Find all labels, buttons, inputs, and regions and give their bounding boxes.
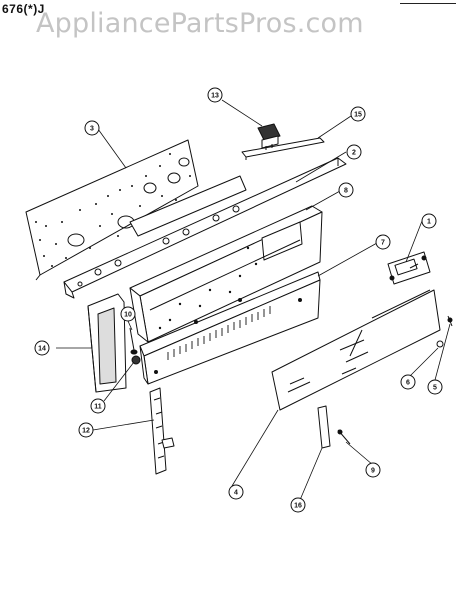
callout-2-label: 2 bbox=[352, 150, 356, 157]
watermark: AppliancePartsPros.com bbox=[36, 8, 364, 39]
callout-6-label: 6 bbox=[406, 380, 410, 387]
callout-6: 6 bbox=[400, 374, 416, 390]
part-9-screw bbox=[337, 429, 351, 445]
callout-4: 4 bbox=[228, 484, 244, 500]
part-2-control-bracket bbox=[63, 157, 347, 299]
callout-7-label: 7 bbox=[381, 240, 385, 247]
callout-8-label: 8 bbox=[344, 188, 348, 195]
callout-14-label: 14 bbox=[38, 346, 46, 353]
callout-13-label: 13 bbox=[211, 93, 219, 100]
part-8-panel-housing bbox=[129, 205, 323, 343]
callout-16-label: 16 bbox=[294, 503, 302, 510]
part-5-screw bbox=[447, 315, 453, 327]
callout-9: 9 bbox=[365, 462, 381, 478]
callout-3: 3 bbox=[84, 120, 100, 136]
part-12-side-bracket bbox=[149, 387, 175, 475]
callout-12-label: 12 bbox=[82, 428, 90, 435]
callout-12: 12 bbox=[78, 422, 94, 438]
part-15-top-trim bbox=[241, 137, 325, 160]
part-3-back-panel bbox=[25, 139, 199, 281]
callout-11-label: 11 bbox=[94, 404, 102, 411]
callout-1-label: 1 bbox=[427, 219, 431, 226]
callout-10: 10 bbox=[120, 306, 136, 322]
callout-3-label: 3 bbox=[90, 126, 94, 133]
part-6-washer bbox=[436, 340, 444, 348]
part-4-glass-panel bbox=[271, 289, 441, 411]
part-14-end-cap bbox=[87, 293, 127, 393]
callout-9-label: 9 bbox=[371, 468, 375, 475]
model-number: 676(*)J bbox=[2, 2, 45, 16]
callout-15-label: 15 bbox=[354, 112, 362, 119]
part-7-vent-panel bbox=[139, 271, 321, 385]
callout-5: 5 bbox=[427, 379, 443, 395]
leader-lines bbox=[56, 99, 451, 501]
callout-1: 1 bbox=[421, 213, 437, 229]
callout-2: 2 bbox=[346, 144, 362, 160]
callout-14: 14 bbox=[34, 340, 50, 356]
callout-16: 16 bbox=[290, 497, 306, 513]
callout-5-label: 5 bbox=[433, 385, 437, 392]
callout-13: 13 bbox=[207, 87, 223, 103]
part-10-screw bbox=[129, 327, 138, 355]
callout-10-label: 10 bbox=[124, 312, 132, 319]
part-1-clock bbox=[387, 251, 431, 285]
part-16-strip bbox=[317, 405, 331, 449]
callout-7: 7 bbox=[375, 234, 391, 250]
callout-15: 15 bbox=[350, 106, 366, 122]
header-rule bbox=[400, 3, 456, 4]
part-13-switch bbox=[257, 123, 281, 150]
callout-4-label: 4 bbox=[234, 490, 238, 497]
callout-8: 8 bbox=[338, 182, 354, 198]
callout-11: 11 bbox=[90, 398, 106, 414]
